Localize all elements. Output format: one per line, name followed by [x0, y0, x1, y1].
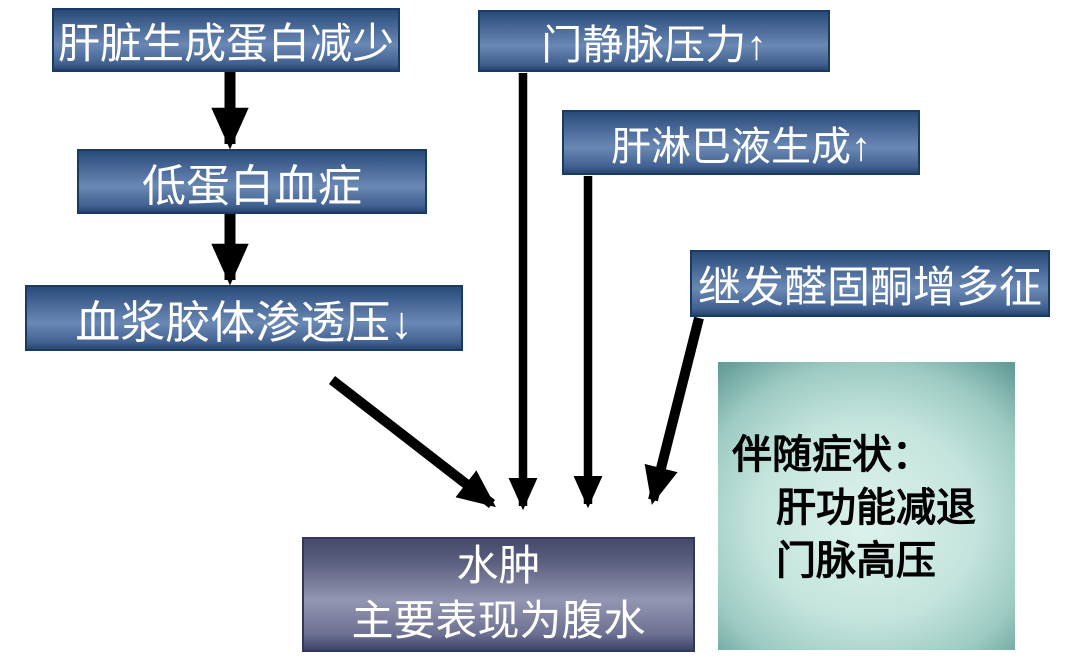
node-liver-protein-decrease: 肝脏生成蛋白减少: [52, 8, 400, 72]
accompanying-symptoms-note: 伴随症状： 肝功能减退 门脉高压: [718, 362, 1015, 650]
node-hepatic-lymph-production: 肝淋巴液生成↑: [562, 110, 920, 175]
node-hepatic-lymph-production-label: 肝淋巴液生成↑: [611, 123, 871, 169]
node-hypoproteinemia: 低蛋白血症: [77, 149, 427, 214]
node-portal-vein-pressure-label: 门静脉压力↑: [541, 22, 767, 68]
node-edema-result: 水肿 主要表现为腹水: [302, 537, 695, 652]
symptoms-note-title: 伴随症状：: [732, 432, 932, 477]
node-liver-protein-decrease-label: 肝脏生成蛋白减少: [57, 21, 394, 68]
symptom-item-portal-hypertension: 门脉高压: [776, 538, 936, 583]
node-portal-vein-pressure: 门静脉压力↑: [478, 10, 830, 72]
node-edema-title: 水肿: [456, 543, 541, 590]
arrow-osmotic-to-edema: [328, 376, 496, 508]
node-edema-subtitle: 主要表现为腹水: [351, 598, 646, 645]
arrow-aldosteronism-to-edema: [644, 316, 704, 505]
node-plasma-osmotic-pressure: 血浆胶体渗透压↓: [25, 285, 463, 351]
node-secondary-hyperaldosteronism-label: 继发醛固酮增多征: [698, 264, 1042, 312]
node-secondary-hyperaldosteronism: 继发醛固酮增多征: [690, 250, 1050, 317]
node-hypoproteinemia-label: 低蛋白血症: [142, 161, 362, 211]
node-plasma-osmotic-pressure-label: 血浆胶体渗透压↓: [75, 297, 413, 348]
symptom-item-liver-function-decline: 肝功能减退: [776, 485, 976, 530]
